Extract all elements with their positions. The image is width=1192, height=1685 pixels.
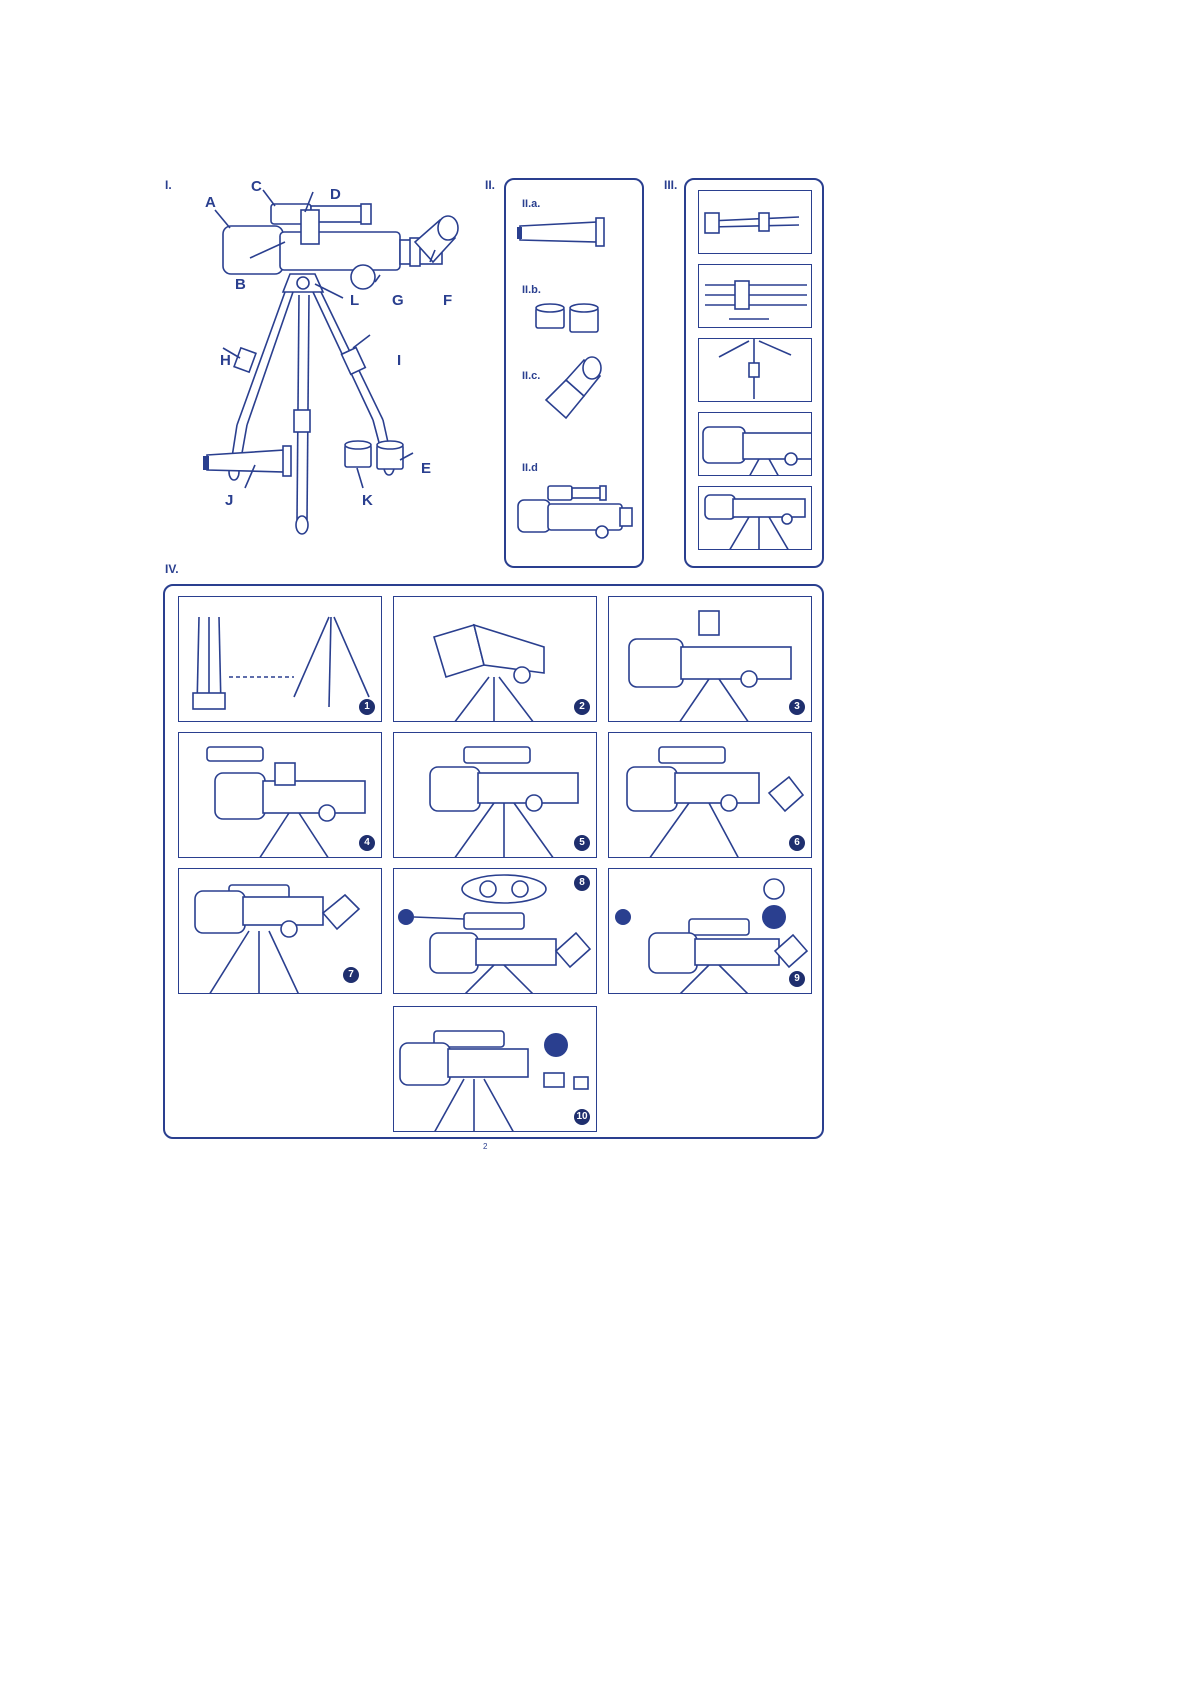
assembly-step-7: 7 [178,868,382,994]
part-label-k: K [362,492,373,509]
part-label-l: L [350,292,359,309]
page-number: 2 [483,1142,487,1151]
step-number-8: 8 [574,875,590,891]
step-number-4: 4 [359,835,375,851]
telescope-assembly-diagram: A C D B L G F H I E J K [185,180,475,570]
part-label-h: H [220,352,231,369]
assembly-step-4: 4 [178,732,382,858]
assembly-step-10: 10 [393,1006,597,1132]
part-label-i: I [397,352,401,369]
section-2-frame: II.a. II.b. II.c. II.d [504,178,644,568]
step-number-5: 5 [574,835,590,851]
step-number-3: 3 [789,699,805,715]
part-label-c: C [251,178,262,195]
part-label-g: G [392,292,404,309]
assembly-step-5: 5 [393,732,597,858]
part-label-b: B [235,276,246,293]
step-number-9: 9 [789,971,805,987]
section-3-frame [684,178,824,568]
assembly-step-1: 1 [178,596,382,722]
part-label-e: E [421,460,431,477]
tripod-step-4-image [698,412,812,476]
section-2c-label: II.c. [522,370,540,382]
section-label-3: III. [664,178,677,192]
section-label-1: I. [165,178,172,192]
tripod-step-1-image [698,190,812,254]
section-2d-label: II.d [522,462,538,474]
step-number-6: 6 [789,835,805,851]
assembly-step-8: 8 [393,868,597,994]
assembly-step-6: 6 [608,732,812,858]
part-label-d: D [330,186,341,203]
step-number-1: 1 [359,699,375,715]
assembly-step-2: 2 [393,596,597,722]
step-number-7: 7 [343,967,359,983]
section-4-frame: 1 2 3 [163,584,824,1139]
step-number-10: 10 [574,1109,590,1125]
assembly-step-3: 3 [608,596,812,722]
part-label-j: J [225,492,233,509]
section-2b-label: II.b. [522,284,541,296]
tripod-step-3-image [698,338,812,402]
part-label-f: F [443,292,452,309]
tripod-step-2-image [698,264,812,328]
step-number-2: 2 [574,699,590,715]
section-label-4: IV. [165,562,179,576]
part-label-a: A [205,194,216,211]
assembly-step-9: 9 [608,868,812,994]
section-label-2: II. [485,178,495,192]
tripod-step-5-image [698,486,812,550]
